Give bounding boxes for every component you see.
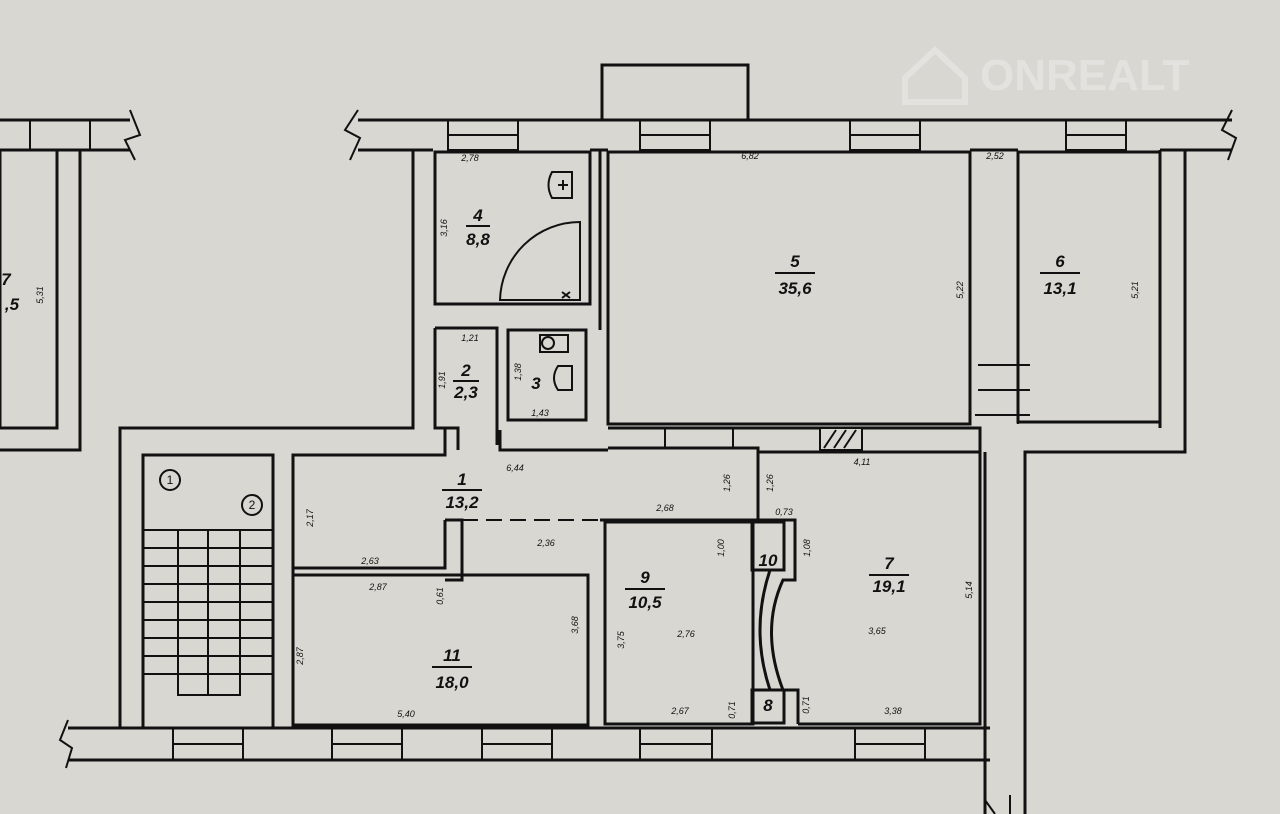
svg-text:8,8: 8,8 — [466, 230, 490, 249]
room-partial-left: 7,5 — [1, 270, 19, 314]
svg-text:13,1: 13,1 — [1043, 279, 1076, 298]
svg-text:13,2: 13,2 — [445, 493, 479, 512]
svg-text:1,43: 1,43 — [531, 408, 549, 418]
svg-text:5,14: 5,14 — [964, 581, 974, 599]
exterior-walls — [0, 63, 1238, 814]
svg-text:1: 1 — [457, 470, 466, 489]
svg-text:5,21: 5,21 — [1130, 281, 1140, 299]
svg-text:35,6: 35,6 — [778, 279, 812, 298]
svg-text:1,38: 1,38 — [513, 363, 523, 381]
svg-text:10,5: 10,5 — [628, 593, 662, 612]
svg-text:8: 8 — [763, 696, 773, 715]
svg-text:1,91: 1,91 — [437, 371, 447, 389]
interior-walls — [0, 148, 1162, 728]
svg-text:3,65: 3,65 — [868, 626, 887, 636]
svg-text:7: 7 — [1, 270, 12, 289]
svg-text:3,75: 3,75 — [616, 630, 626, 649]
svg-text:2,36: 2,36 — [536, 538, 555, 548]
svg-text:0,61: 0,61 — [435, 587, 445, 605]
svg-text:2,67: 2,67 — [670, 706, 690, 716]
svg-text:1,26: 1,26 — [722, 474, 732, 492]
svg-text:3,38: 3,38 — [884, 706, 902, 716]
room-9: 910,5 — [625, 568, 665, 612]
svg-text:2,68: 2,68 — [655, 503, 674, 513]
svg-text:2: 2 — [249, 498, 256, 512]
svg-text:1,21: 1,21 — [461, 333, 479, 343]
svg-text:2: 2 — [460, 361, 471, 380]
svg-text:11: 11 — [443, 646, 461, 665]
room-8: 8 — [763, 696, 773, 715]
marker-2: 2 — [241, 494, 263, 516]
room-1: 113,2 — [442, 470, 482, 512]
svg-text:,5: ,5 — [4, 295, 20, 314]
dimension-labels: 2,78 3,16 1,21 1,91 1,38 1,43 6,82 5,22 … — [35, 151, 1140, 719]
staircase — [143, 529, 273, 696]
svg-text:2,76: 2,76 — [676, 629, 695, 639]
svg-text:6,44: 6,44 — [506, 463, 524, 473]
svg-text:2,52: 2,52 — [985, 151, 1004, 161]
svg-text:10: 10 — [759, 551, 778, 570]
svg-text:4: 4 — [472, 206, 483, 225]
svg-text:5,40: 5,40 — [397, 709, 415, 719]
svg-text:1,08: 1,08 — [802, 539, 812, 557]
svg-text:3,68: 3,68 — [570, 616, 580, 634]
room-labels: 48,8 22,3 3 535,6 613,1 113,2 910,5 10 7… — [1, 206, 1080, 715]
sink-icon — [553, 365, 573, 391]
svg-text:6: 6 — [1055, 252, 1065, 271]
svg-text:2,87: 2,87 — [368, 582, 388, 592]
room-5: 535,6 — [775, 252, 815, 298]
svg-text:7: 7 — [884, 554, 895, 573]
svg-text:2,87: 2,87 — [295, 646, 305, 666]
room-11: 11 18,0 — [432, 646, 472, 692]
svg-text:19,1: 19,1 — [872, 577, 905, 596]
svg-text:0,71: 0,71 — [801, 696, 811, 714]
svg-text:9: 9 — [640, 568, 650, 587]
svg-text:2,17: 2,17 — [305, 508, 315, 528]
watermark-logo: ONREALT — [902, 45, 1190, 105]
svg-text:1: 1 — [167, 473, 174, 487]
room-4: 48,8 — [466, 206, 490, 249]
svg-text:4,11: 4,11 — [854, 457, 871, 467]
svg-text:18,0: 18,0 — [435, 673, 469, 692]
marker-1: 1 — [159, 469, 181, 491]
svg-text:5: 5 — [790, 252, 800, 271]
toilet-icon — [539, 334, 569, 353]
room-10: 10 — [759, 551, 778, 570]
svg-text:2,63: 2,63 — [360, 556, 379, 566]
room-2: 22,3 — [453, 361, 479, 402]
svg-text:2,78: 2,78 — [460, 153, 479, 163]
room-6: 613,1 — [1040, 252, 1080, 298]
svg-text:6,82: 6,82 — [741, 151, 759, 161]
svg-text:0,71: 0,71 — [727, 701, 737, 719]
shower-icon — [498, 220, 581, 301]
room-7: 719,1 — [869, 554, 909, 596]
svg-text:3: 3 — [531, 374, 541, 393]
svg-text:5,31: 5,31 — [35, 286, 45, 304]
sink-icon — [547, 171, 573, 199]
svg-text:2,3: 2,3 — [453, 383, 478, 402]
svg-text:0,73: 0,73 — [775, 507, 793, 517]
svg-text:3,16: 3,16 — [439, 219, 449, 237]
svg-text:5,22: 5,22 — [955, 281, 965, 299]
room-3: 3 — [531, 374, 541, 393]
watermark-text: ONREALT — [980, 51, 1190, 100]
svg-text:1,00: 1,00 — [716, 539, 726, 557]
svg-text:1,26: 1,26 — [765, 474, 775, 492]
